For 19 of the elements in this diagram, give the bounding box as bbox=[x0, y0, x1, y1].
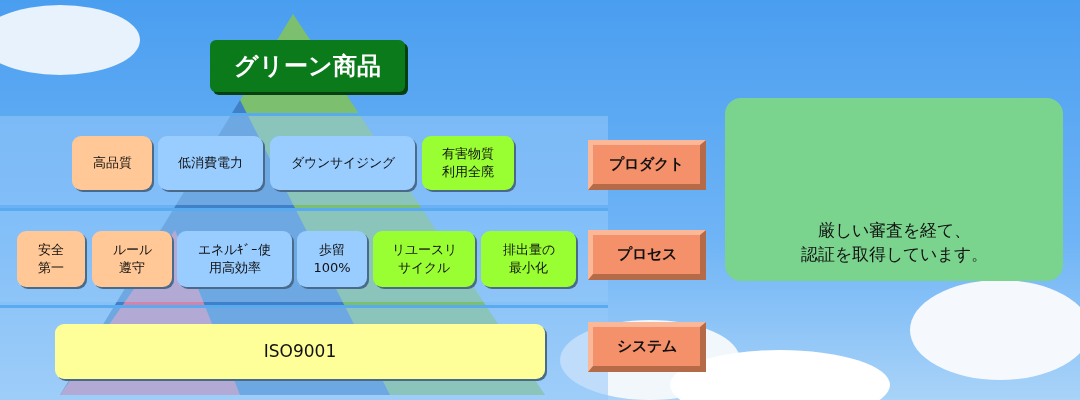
band bbox=[0, 113, 608, 205]
item-box: リユースリサイクル bbox=[373, 231, 475, 287]
label-box: システム bbox=[588, 322, 706, 372]
item-box: エネルｷﾞｰ使用高効率 bbox=[177, 231, 292, 287]
item-box: 排出量の最小化 bbox=[481, 231, 576, 287]
note-panel: 厳しい審査を経て、認証を取得しています。 bbox=[725, 98, 1063, 281]
item-box: 低消費電力 bbox=[158, 136, 263, 190]
item-box: ダウンサイジング bbox=[270, 136, 415, 190]
title-box: グリーン商品 bbox=[210, 40, 405, 92]
label-box: プロダクト bbox=[588, 140, 706, 190]
item-box: 有害物質利用全廃 bbox=[422, 136, 514, 190]
item-box: 高品質 bbox=[72, 136, 152, 190]
band bbox=[0, 208, 608, 302]
band bbox=[0, 305, 608, 400]
item-box: ISO9001 bbox=[55, 324, 545, 379]
item-box: 安全第一 bbox=[17, 231, 85, 287]
label-box: プロセス bbox=[588, 230, 706, 280]
item-box: 歩留100% bbox=[297, 231, 367, 287]
item-box: ルール遵守 bbox=[92, 231, 172, 287]
